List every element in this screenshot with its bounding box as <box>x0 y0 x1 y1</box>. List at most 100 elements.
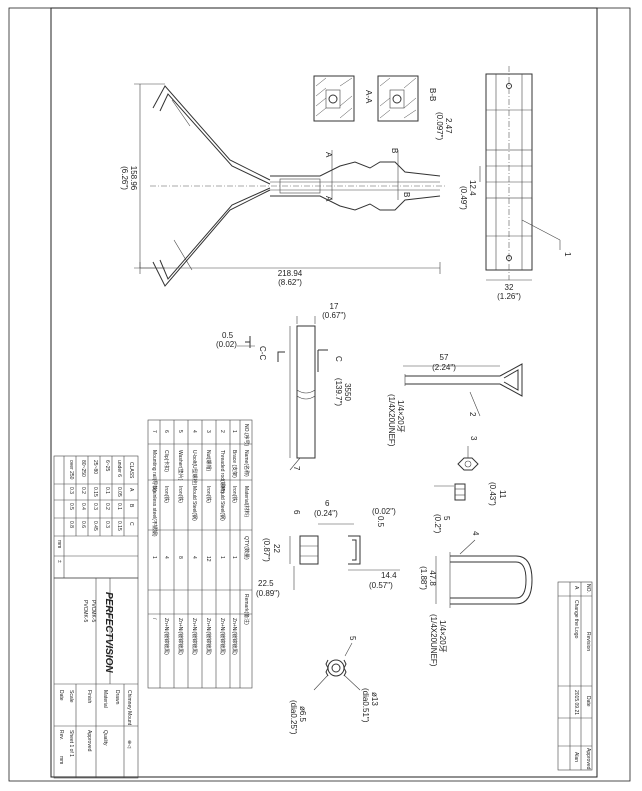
clip-w-dim: 6 <box>325 499 330 508</box>
bom-cell: Brace (支架) <box>231 450 238 478</box>
bom-cell: 4 <box>191 556 197 559</box>
section-b-top: B <box>390 148 399 153</box>
clip-h-dim: 22 <box>272 544 281 553</box>
tol-cell: 0.3 <box>104 521 110 528</box>
tol-row-5: over 250 0.3 0.5 0.8 <box>68 460 74 528</box>
bom-cell: 3 <box>205 430 211 433</box>
strip-w-dim: 12.4 <box>468 180 477 196</box>
rail-len-dim: 3550 <box>343 383 352 401</box>
clip-w-dim-in: (0.24") <box>314 509 338 518</box>
bom-row-4: 4 U-bolt(U型螺栓) Mould Steel(钢) 4 Zn+Ni(镀锦… <box>191 430 198 655</box>
bom-cell: 7 <box>151 430 157 433</box>
tol-cell: 80~250 <box>80 460 86 477</box>
date-label: Date <box>58 690 64 701</box>
section-c-mark: C <box>334 356 343 362</box>
bom-cell: U-bolt(U型螺栓) <box>191 450 198 486</box>
projection-symbol: ⊕◁ <box>126 740 132 748</box>
bom-cell: Mould Steel(钢) <box>219 486 226 521</box>
strip-w-dim-in: (0.49") <box>459 186 468 210</box>
bom-row-3: 3 Nut(螺帽) Iron(铁) 12 Zn+Ni(镀锦镀黑) <box>205 430 212 655</box>
ubolt-thread-std: (1/4X20UNEF) <box>429 614 438 667</box>
callout-3: 3 <box>469 436 478 441</box>
section-views <box>313 75 419 122</box>
tol-cell: 0.45 <box>92 521 98 531</box>
tol-angle: ± <box>56 560 62 563</box>
quality-label: Quality <box>102 730 108 746</box>
bom-cell: 8 <box>177 556 183 559</box>
wire-dim-in: (0.097") <box>435 112 444 141</box>
material-label: Material <box>102 690 108 708</box>
clip-h-dim-in: (0.87") <box>262 538 271 562</box>
clip-view <box>289 523 400 590</box>
outer-border <box>8 7 631 782</box>
bom-cell: Zn+Ni(镀锦镀黑) <box>205 618 212 655</box>
tol-cell: 0.1 <box>116 503 122 510</box>
rod-thread: 1/4×20牙 <box>396 400 405 433</box>
wire-dim: 2.47 <box>444 118 453 134</box>
clip-t-dim: 0.5 <box>376 516 385 528</box>
bom-cell: 1 <box>219 556 225 559</box>
washer-view <box>313 642 361 691</box>
ubolt-w-dim: 47.8 <box>428 570 437 586</box>
nut-h-dim-in: (0.43") <box>488 482 497 506</box>
threaded-rod-view <box>403 363 523 417</box>
bom-h-material: Material(材料) <box>243 486 250 517</box>
bom-cell: Iron(铁) <box>231 486 238 503</box>
tol-cell: 0.05 <box>116 487 122 497</box>
tol-cell: 0.1 <box>104 487 110 494</box>
tol-cell: 25~80 <box>92 460 98 474</box>
callout-2: 2 <box>468 412 477 417</box>
bom-row-5: 5 Washer(垫片) Iron(铁) 8 Zn+Ni(镀锦镀黑) <box>177 430 184 655</box>
bom-cell: 1 <box>151 556 157 559</box>
scale-label: Scale <box>68 690 74 703</box>
clip-len-dim: 22.5 <box>258 579 274 588</box>
bom-h-no: NO.(序号) <box>243 424 250 447</box>
tol-unit: mm <box>56 540 62 548</box>
callout-6: 6 <box>292 510 301 515</box>
bom-cell: Nut(螺帽) <box>205 450 212 471</box>
sheet-label: Sheet 1 of 1 <box>68 730 74 757</box>
clip-span-dim-in: (0.57") <box>369 581 393 590</box>
strip-len-dim: 32 <box>505 283 514 292</box>
u-bolt-view <box>435 539 533 608</box>
washer-od-dim: ø13 <box>370 692 379 706</box>
callout-7: 7 <box>292 466 301 471</box>
washer-od-dim-in: (dia0.51") <box>361 688 370 723</box>
tol-cell: 0.6 <box>80 521 86 528</box>
tol-cell: 0.8 <box>68 521 74 528</box>
bom-h-name: Name(名称) <box>243 450 250 477</box>
bom-cell: Zn+Ni(镀锦镀黑) <box>177 618 184 655</box>
section-a-bot: A <box>324 196 333 202</box>
ubolt-thread: 1/4×20牙 <box>438 620 447 653</box>
callout-5: 5 <box>348 636 357 641</box>
tol-cell: 0.5 <box>68 503 74 510</box>
tol-cell: 0.2 <box>104 503 110 510</box>
finish-label: Finish <box>86 690 92 704</box>
drawing-title: Chimney Mount <box>126 690 132 726</box>
bom-cell: Washer(垫片) <box>177 450 184 481</box>
bom-h-remark: Remark(备注) <box>243 594 250 625</box>
clip-span-dim: 14.4 <box>381 571 397 580</box>
height-dim: 158.96 <box>129 166 138 191</box>
rev-label: Rev. <box>58 730 64 740</box>
bom-cell: Clip(卡扣) <box>163 450 170 472</box>
width-dim-in: (8.62") <box>278 278 302 287</box>
tol-cell: over 250 <box>68 460 74 480</box>
unit-label: mm <box>58 756 64 764</box>
bom-cell: Mould Steel(钢) <box>191 486 198 521</box>
bom-cell: 12 <box>205 556 211 562</box>
brace-wire-view <box>134 83 445 287</box>
inner-border <box>50 7 598 778</box>
nut-view <box>434 446 479 501</box>
revision-block <box>557 581 593 771</box>
bom-cell: 4 <box>163 556 169 559</box>
brace-strip-view <box>479 66 561 281</box>
drawn-label: Drawn <box>114 690 120 705</box>
rev-cell-desc: Change the Logo <box>573 600 579 639</box>
rev-h-approved: Approved <box>585 748 591 770</box>
tol-cell: 0.4 <box>80 503 86 510</box>
tol-h-b: B <box>128 504 134 508</box>
rail-t-dim: 0.5 <box>222 331 234 340</box>
rev-h-no: NO. <box>585 584 591 593</box>
